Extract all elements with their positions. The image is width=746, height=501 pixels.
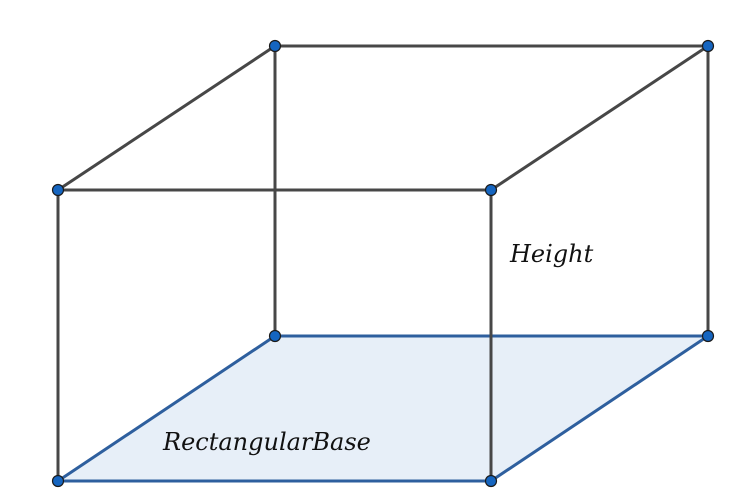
height-label: Height: [509, 240, 594, 268]
vertex-point[interactable]: [51, 474, 65, 488]
base-label: RectangularBase: [162, 428, 371, 456]
vertex-point[interactable]: [268, 39, 282, 53]
cuboid-edges: [56, 44, 710, 481]
edge-top-right: [490, 44, 709, 192]
vertices: [51, 39, 715, 488]
vertex-point[interactable]: [701, 329, 715, 343]
vertex-point[interactable]: [701, 39, 715, 53]
edge-top-left: [57, 44, 276, 192]
vertex-point[interactable]: [51, 183, 65, 197]
vertex-point[interactable]: [268, 329, 282, 343]
vertex-point[interactable]: [484, 474, 498, 488]
rectangular-base-face: [58, 336, 708, 481]
vertex-point[interactable]: [484, 183, 498, 197]
